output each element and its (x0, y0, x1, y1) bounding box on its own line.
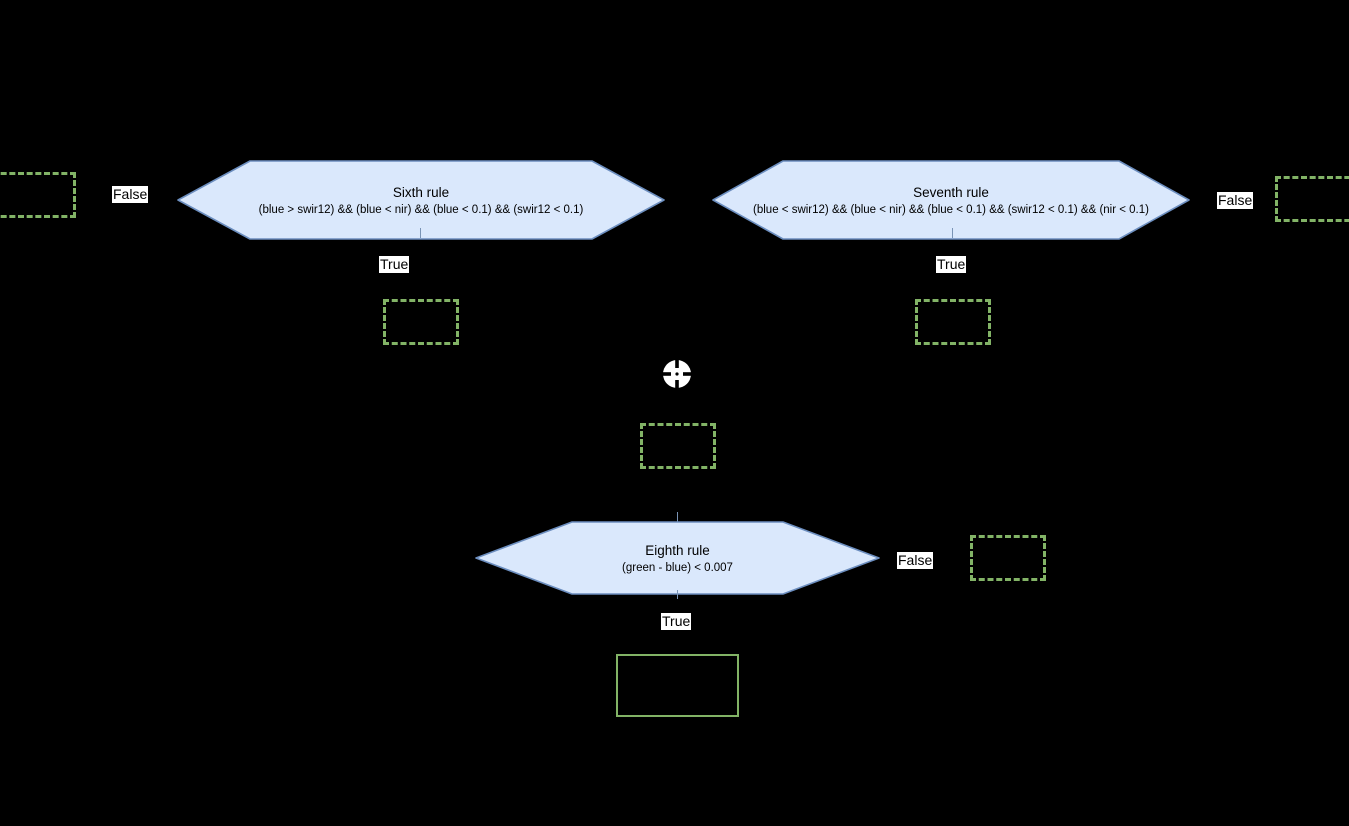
placeholder-box-sixth-false-left[interactable] (0, 172, 76, 218)
edge-label-eighth-false: False (897, 552, 934, 569)
crosshair-node-icon (662, 359, 692, 389)
placeholder-box-seventh-true[interactable] (915, 299, 991, 345)
edge-label-eighth-true: True (661, 613, 692, 630)
placeholder-box-eighth-false[interactable] (970, 535, 1046, 581)
connector-seventh-true (952, 228, 953, 238)
seventh-rule-condition: (blue < swir12) && (blue < nir) && (blue… (753, 203, 1149, 216)
connector-into-eighth (677, 512, 678, 522)
seventh-rule-title: Seventh rule (913, 184, 989, 200)
placeholder-box-center-merge[interactable] (640, 423, 716, 469)
edge-label-seventh-false: False (1217, 192, 1254, 209)
sixth-rule-condition: (blue > swir12) && (blue < nir) && (blue… (258, 203, 584, 216)
sixth-rule-title: Sixth rule (392, 184, 450, 200)
eighth-rule-shape[interactable] (475, 521, 880, 595)
sixth-rule-shape[interactable] (177, 160, 665, 240)
seventh-rule-node[interactable]: Seventh rule (blue < swir12) && (blue < … (712, 160, 1190, 240)
connector-eighth-true (677, 590, 678, 599)
eighth-rule-condition: (green - blue) < 0.007 (622, 561, 733, 574)
edge-label-sixth-false: False (112, 186, 149, 203)
eighth-rule-title: Eighth rule (645, 542, 710, 558)
result-box-eighth-true[interactable] (616, 654, 739, 717)
placeholder-box-seventh-false-right[interactable] (1275, 176, 1349, 222)
seventh-rule-shape[interactable] (712, 160, 1190, 240)
edge-label-seventh-true: True (936, 256, 967, 273)
placeholder-box-sixth-true[interactable] (383, 299, 459, 345)
connector-sixth-true (420, 228, 421, 238)
eighth-rule-node[interactable]: Eighth rule (green - blue) < 0.007 (475, 521, 880, 595)
sixth-rule-node[interactable]: Sixth rule (blue > swir12) && (blue < ni… (177, 160, 665, 240)
edge-label-sixth-true: True (379, 256, 410, 273)
